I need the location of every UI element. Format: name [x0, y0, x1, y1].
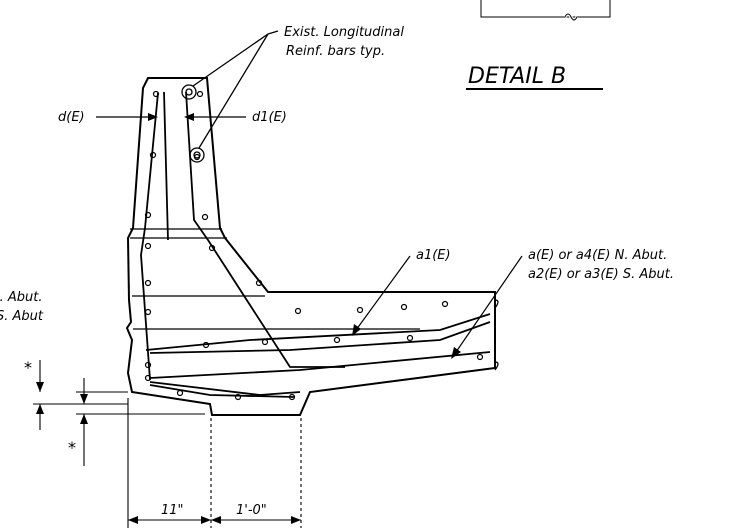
dim-right: 1'-0" [236, 503, 267, 518]
note-longitudinal-line2: Reinf. bars typ. [286, 44, 385, 59]
label-north-line2: a2(E) or a3(E) S. Abut. [528, 267, 674, 282]
label-left-cut-line2: S. Abut [0, 309, 44, 324]
upper-frame [480, 0, 611, 22]
label-north-line1: a(E) or a4(E) N. Abut. [528, 248, 667, 263]
arrow-a1 [352, 324, 361, 336]
label-left-cut-line1: l. Abut. [0, 290, 43, 305]
reinforcement-bars [140, 91, 491, 398]
asterisk-upper: * [24, 358, 32, 377]
arrow-hdim-4 [291, 516, 301, 524]
horizontal-dimension [127, 398, 302, 528]
arrow-dim-lower-1 [80, 394, 88, 404]
arrow-dim-upper-1 [36, 382, 44, 392]
arrow-hdim-1 [128, 516, 138, 524]
abutment-outline [125, 77, 496, 416]
longitudinal-bar-callouts [181, 30, 279, 163]
arrow-d1-right [184, 113, 194, 121]
asterisk-lower: * [68, 438, 76, 457]
dim-left: 11" [161, 503, 184, 518]
leader-north [455, 255, 523, 353]
arrow-hdim-3 [211, 516, 221, 524]
note-longitudinal-line1: Exist. Longitudinal [284, 25, 404, 40]
arrow-dim-lower-2 [80, 414, 88, 424]
label-a1: a1(E) [416, 248, 451, 263]
bar-dots [144, 90, 484, 401]
arrow-d-left [148, 113, 158, 121]
arrow-dim-upper-2 [36, 404, 44, 414]
arrow-hdim-2 [201, 516, 211, 524]
detail-title: DETAIL B [468, 64, 566, 89]
label-d1-right: d1(E) [252, 110, 287, 125]
leader-a1 [355, 255, 411, 331]
label-d-left: d(E) [58, 110, 85, 125]
arrow-north [451, 347, 461, 359]
